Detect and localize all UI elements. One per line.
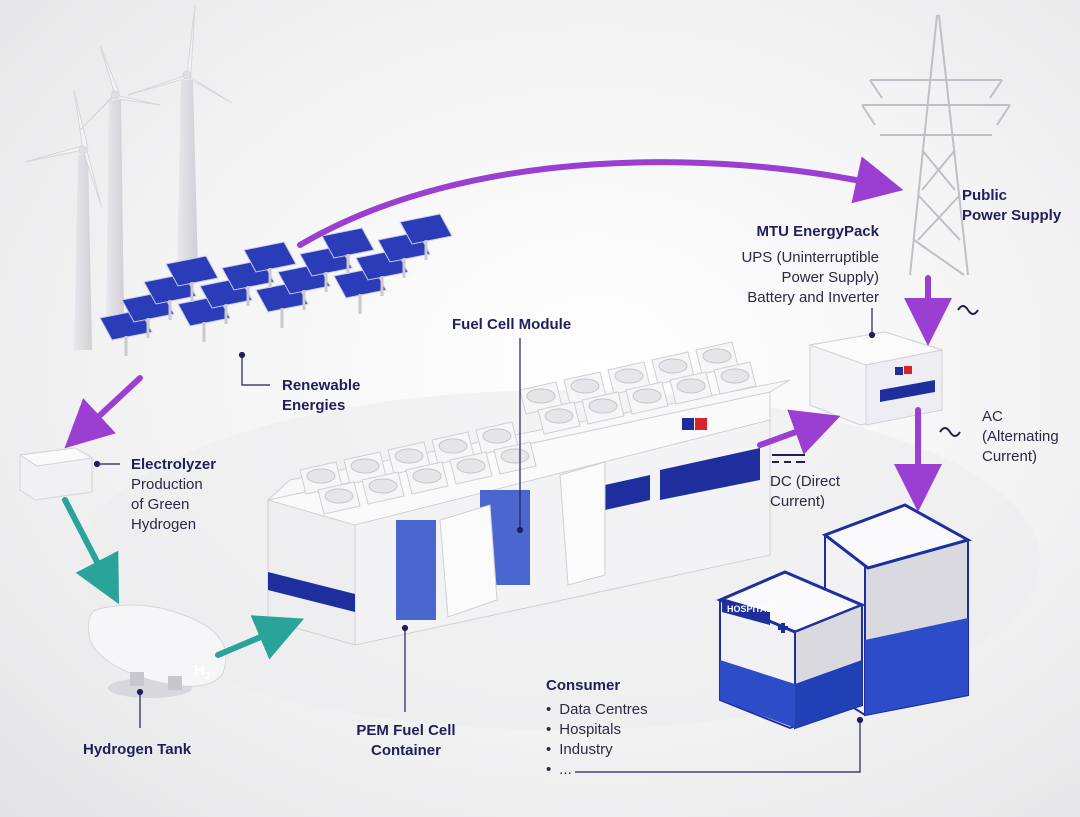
cooler-fan-grille [368,478,398,494]
arrow-solar-to-grid [297,156,904,248]
consumer-title: Consumer [546,677,621,694]
ac-wave-icon [939,305,979,437]
dc-line-2: Current) [770,493,826,510]
h2-letter: H [194,662,205,679]
cooler-fan-grille [438,438,468,454]
hydrogen-tank [87,604,227,698]
wind-turbine [127,4,233,272]
cooler-fan-grille [632,388,662,404]
renewable-line-2: Energies [282,397,346,414]
wind-turbine [24,89,103,350]
cooler-fan-grille [412,468,442,484]
solar-panel [321,227,375,259]
cooler-fan-grille [570,378,600,394]
electrolyzer-desc-line-3: Hydrogen [131,516,197,533]
cooler-fan-grille [350,458,380,474]
ac-line-2: (Alternating [982,428,1059,445]
renewable-energies-label: Renewable Energies [282,376,360,416]
hospital-sign: HOSPITAL [727,604,772,614]
ac-line-3: Current) [982,448,1038,465]
flow-arrows-teal [62,497,305,660]
transmission-tower [861,14,1011,276]
consumer-buildings: HOSPITAL [716,503,972,730]
fuel-cell-module-label: Fuel Cell Module [452,316,572,333]
cooler-fan-grille [306,468,336,484]
public-power-line-2: Power Supply [962,207,1062,224]
ac-line-1: AC [982,408,1003,425]
consumer-item: Hospitals [546,720,648,740]
cooler-fan-grille [500,448,530,464]
wind-turbines [24,4,233,350]
cooler-fan-grille [658,358,688,374]
electrolyzer-label: Electrolyzer Production of Green Hydroge… [131,455,216,535]
electrolyzer-desc-line-2: of Green [131,496,190,513]
cooler-fan-grille [394,448,424,464]
flow-arrows-purple [64,156,952,512]
electrolyzer-unit [18,447,94,501]
cooler-fan-grille [324,488,354,504]
energypack-unit [808,331,943,426]
consumer-item: ... [546,760,648,780]
wind-turbine [79,44,161,320]
public-power-supply-label: Public Power Supply [962,186,1061,226]
pem-fuel-cell-container-label: PEM Fuel Cell Container [345,721,467,761]
cooler-fan-grille [482,428,512,444]
cooler-fan-grille [456,458,486,474]
renewable-line-1: Renewable [282,377,361,394]
ac-label: AC (Alternating Current) [982,407,1059,467]
cooler-fan-grille [544,408,574,424]
cooler-fan-grille [526,388,556,404]
solar-panel [399,213,453,245]
energypack-title: MTU EnergyPack [756,223,879,240]
electrolyzer-title: Electrolyzer [131,456,217,473]
consumer-item: Industry [546,740,648,760]
arrow-electrolyzer-to-tank [62,497,120,605]
consumer-item: Data Centres [546,700,647,720]
dc-line-1: DC (Direct [770,473,840,490]
pem-line-1: PEM Fuel Cell [356,722,456,739]
energypack-desc-line-1: UPS (Uninterruptible [741,249,879,266]
cooler-fan-grille [588,398,618,414]
arrow-container-to-energypack [757,409,841,455]
energypack-desc-line-3: Battery and Inverter [747,289,879,306]
h2-symbol: H2 [194,662,210,682]
solar-panel [165,255,219,287]
hydrogen-tank-label: Hydrogen Tank [83,741,192,758]
dc-label: DC (Direct Current) [770,472,840,512]
public-power-line-1: Public [962,187,1008,204]
cooler-fan-grille [614,368,644,384]
h2-subscript: 2 [204,671,211,682]
dc-symbol-icon [772,454,805,463]
leader-lines [93,308,876,773]
cooler-fan-grille [702,348,732,364]
cooler-fan-grille [676,378,706,394]
cooler-fan-grille [720,368,750,384]
pem-line-2: Container [370,742,441,759]
electrolyzer-desc-line-1: Production [131,476,203,493]
solar-panel [243,241,297,273]
arrow-tank-to-container [215,615,305,660]
consumer-list: Data Centres Hospitals Industry ... [546,700,648,780]
energypack-label: MTU EnergyPack UPS (Uninterruptible Powe… [700,222,879,308]
cooler-fans [299,341,757,515]
energypack-desc-line-2: Power Supply) [781,269,879,286]
solar-panel-field [99,213,453,356]
arrow-solar-to-electrolyzer [64,375,143,449]
